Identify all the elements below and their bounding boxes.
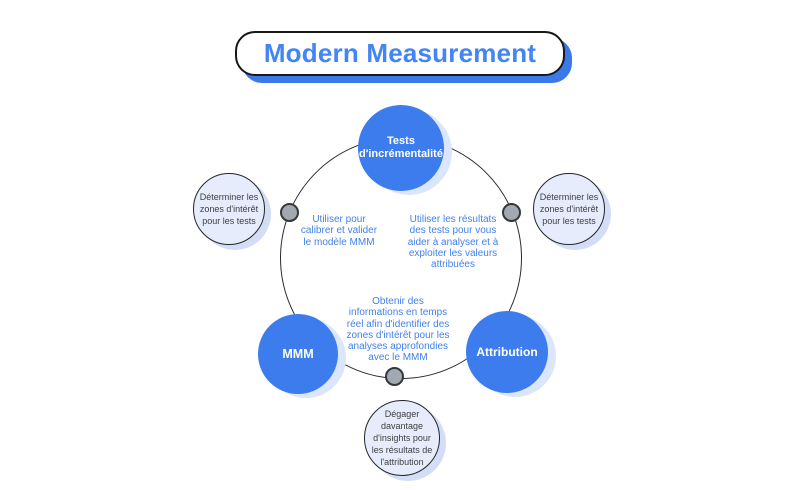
annotation-line: réel afin d'identifier des: [346, 318, 450, 330]
annotation-line: Obtenir des: [372, 296, 424, 307]
connector-dot-bottom: [385, 367, 404, 386]
annotation-line: aider à analyser et à: [407, 236, 499, 248]
satellite-right-determiner-zones: Déterminer les zones d'intérêt pour les …: [533, 173, 605, 245]
node-mmm: MMM: [258, 314, 338, 394]
node-label: Tests d'incrémentalité: [359, 135, 443, 161]
annotation-line: Utiliser pour: [312, 214, 366, 225]
node-label-line: d'incrémentalité: [359, 148, 443, 160]
annotation-tests-to-attribution: Utiliser les résultats des tests pour vo…: [393, 214, 513, 270]
satellite-text: Déterminer les zones d'intérêt pour les …: [200, 191, 259, 227]
annotation-line: avec le MMM: [368, 352, 428, 364]
annotation-line: calibrer et valider: [300, 225, 378, 237]
node-label-line: Tests: [387, 135, 415, 147]
annotation-line: zones d'intérêt pour les: [346, 329, 450, 341]
title-banner: Modern Measurement: [235, 31, 565, 76]
satellite-line: zones d'intérêt: [539, 204, 599, 214]
satellite-line: d'insights pour: [373, 433, 431, 443]
page-title: Modern Measurement: [263, 38, 537, 68]
annotation-mmm-attribution: Obtenir des informations en temps réel a…: [338, 296, 458, 364]
annotation-line: informations en temps: [348, 307, 448, 319]
satellite-line: Dégager: [384, 409, 420, 419]
satellite-text: Déterminer les zones d'intérêt pour les …: [540, 191, 599, 227]
annotation-line: Utiliser les résultats: [409, 214, 497, 225]
satellite-bottom-degager-insights: Dégager davantage d'insights pour les ré…: [364, 400, 440, 476]
satellite-line: pour les tests: [542, 216, 596, 226]
annotation-line: attribuées: [431, 259, 475, 271]
node-tests-incrementalite: Tests d'incrémentalité: [358, 105, 444, 191]
satellite-line: les résultats de: [371, 445, 433, 455]
satellite-text: Dégager davantage d'insights pour les ré…: [372, 408, 433, 468]
annotation-line: analyses approfondies: [347, 341, 449, 353]
connector-dot-left: [280, 203, 299, 222]
annotation-line: le modèle MMM: [303, 236, 375, 248]
node-label: MMM: [282, 347, 314, 361]
satellite-left-determiner-zones: Déterminer les zones d'intérêt pour les …: [193, 173, 265, 245]
satellite-line: Déterminer les: [539, 192, 599, 202]
satellite-line: zones d'intérêt: [199, 204, 259, 214]
satellite-line: pour les tests: [202, 216, 256, 226]
satellite-line: Déterminer les: [199, 192, 259, 202]
annotation-line: exploiter les valeurs: [408, 247, 498, 259]
node-label: Attribution: [476, 345, 538, 359]
annotation-tests-to-mmm: Utiliser pour calibrer et valider le mod…: [284, 214, 394, 248]
node-attribution: Attribution: [466, 311, 548, 393]
annotation-line: des tests pour vous: [409, 225, 497, 237]
connector-dot-right: [502, 203, 521, 222]
satellite-line: davantage: [380, 421, 424, 431]
satellite-line: l'attribution: [380, 457, 424, 467]
